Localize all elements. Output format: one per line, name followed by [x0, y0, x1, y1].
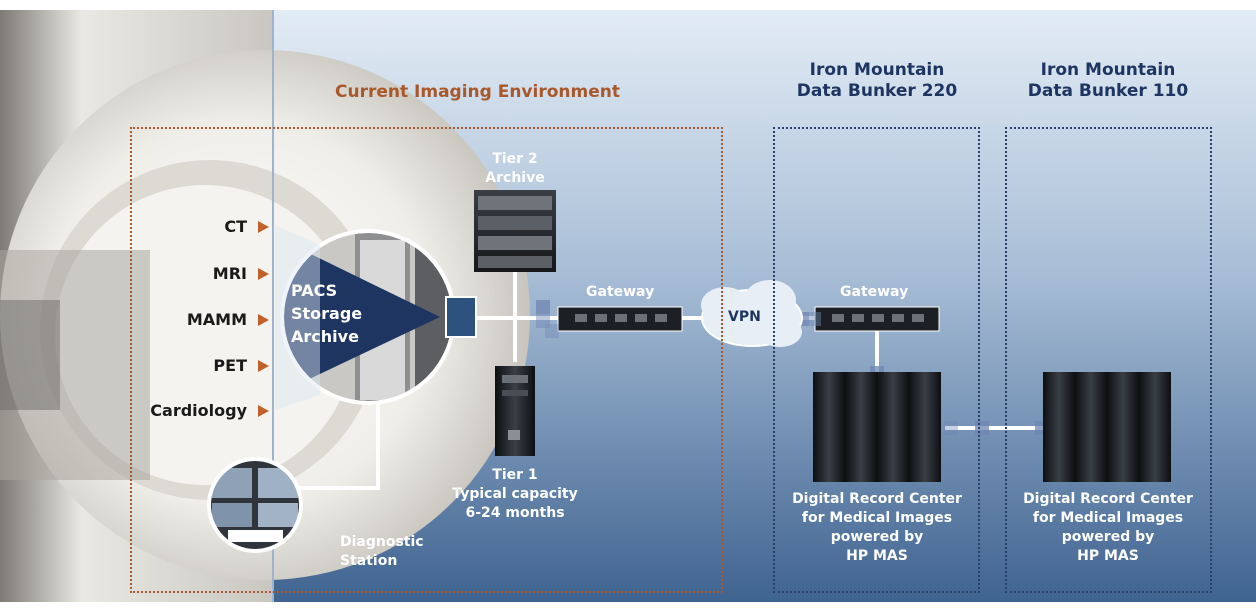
- pet-arrow-icon: [258, 360, 269, 372]
- gateway-left-label: Gateway: [586, 284, 655, 300]
- modality-pet: PET: [213, 356, 247, 375]
- vpn-label: VPN: [728, 309, 761, 325]
- bunker-110-box: [1005, 127, 1212, 593]
- diagnostic-station-circle: [207, 457, 303, 553]
- modality-ct: CT: [224, 217, 247, 236]
- vpn-cloud: [701, 280, 803, 347]
- current-environment-title: Current Imaging Environment: [335, 82, 620, 102]
- tier1-tower-image: [495, 366, 535, 456]
- gateway-left-device: [557, 306, 683, 332]
- rack-cluster-220: [813, 372, 941, 482]
- mri-arrow-icon: [258, 268, 269, 280]
- cardiology-arrow-icon: [258, 405, 269, 417]
- gateway-right-device: [814, 306, 940, 332]
- modality-mamm: MAMM: [186, 310, 247, 329]
- beam: [275, 225, 320, 410]
- bunker-220-box: [773, 127, 980, 593]
- gateway-right-label: Gateway: [840, 284, 909, 300]
- ct-arrow-icon: [258, 221, 269, 233]
- modality-cardiology: Cardiology: [150, 401, 247, 420]
- rack-cluster-110: [1043, 372, 1171, 482]
- modality-mri: MRI: [212, 264, 247, 283]
- tier2-archive-image: [474, 190, 556, 272]
- mamm-arrow-icon: [258, 314, 269, 326]
- current-environment-box: [130, 127, 723, 593]
